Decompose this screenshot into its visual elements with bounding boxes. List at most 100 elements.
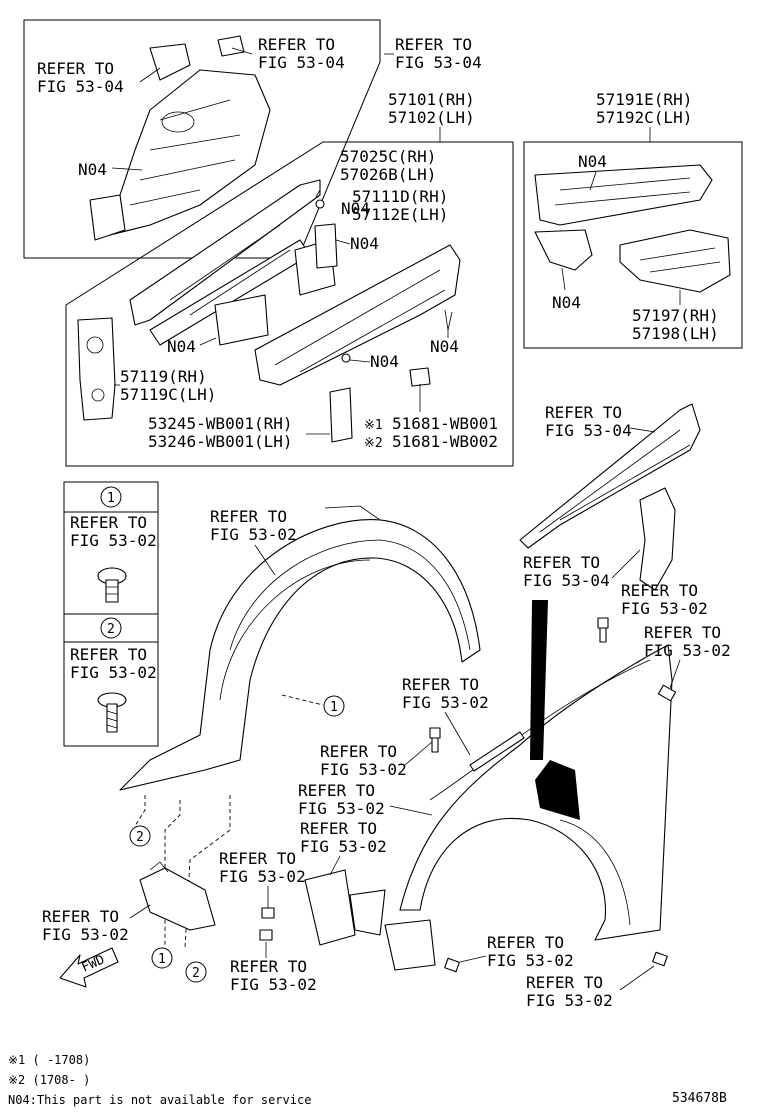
fig-ref-bolt-c1: FIG 53-02 <box>320 760 407 779</box>
svg-text:1: 1 <box>158 952 166 967</box>
part-57025c: 57025C(RH) <box>340 147 436 166</box>
note-mark-1: ※1 <box>364 418 383 433</box>
screw-2-icon <box>97 692 127 733</box>
footnote-n04: N04:This part is not available for servi… <box>8 1093 311 1107</box>
refer-label-liner: REFER TO <box>210 507 287 526</box>
refer-label-bolt-r2: REFER TO <box>644 623 721 642</box>
fender-bracket <box>304 869 436 971</box>
fig-ref-bolt-c4: FIG 53-02 <box>219 867 306 886</box>
fig-ref-seal-2: FIG 53-04 <box>523 571 610 590</box>
callout-circle-1-bottom: 1 <box>151 947 173 969</box>
bolt-icon <box>652 951 668 967</box>
refer-label-seal: REFER TO <box>545 403 622 422</box>
apron-box-frame <box>65 141 514 467</box>
svg-text:2: 2 <box>136 830 144 845</box>
refer-label-a: REFER TO <box>37 59 114 78</box>
bolt-icon <box>444 957 460 973</box>
bolt-icon <box>259 929 273 941</box>
fig-ref-bracket: FIG 53-02 <box>42 925 129 944</box>
bolt-icon <box>429 727 441 753</box>
refer-label-c: REFER TO <box>395 35 472 54</box>
part-57192c: 57192C(LH) <box>596 108 692 127</box>
svg-text:1: 1 <box>330 700 338 715</box>
fig-ref-bolt-r1: FIG 53-02 <box>621 599 708 618</box>
fig-ref-bolt-r2: FIG 53-02 <box>644 641 731 660</box>
bolt-icon <box>597 617 609 643</box>
svg-text:1: 1 <box>107 491 115 506</box>
refer-label-legend-2: REFER TO <box>70 645 147 664</box>
part-57119: 57119(RH) <box>120 367 207 386</box>
refer-label-bolt-b1: REFER TO <box>230 957 307 976</box>
side-member-assembly <box>534 164 731 293</box>
svg-text:2: 2 <box>192 966 200 981</box>
callout-circle-1-legend: 1 <box>100 486 122 508</box>
footnote-1: ※1 ( -1708) <box>8 1053 90 1067</box>
bolt-icon <box>261 907 275 919</box>
forward-arrow-icon: FWD <box>59 947 119 988</box>
part-57197: 57197(RH) <box>632 306 719 325</box>
top-left-frame <box>23 19 381 259</box>
n04-label-a: N04 <box>78 160 107 179</box>
refer-label-bolt-b2: REFER TO <box>487 933 564 952</box>
part-57198: 57198(LH) <box>632 324 719 343</box>
refer-label-b: REFER TO <box>258 35 335 54</box>
refer-label-bolt-c1: REFER TO <box>320 742 397 761</box>
fig-ref-liner: FIG 53-02 <box>210 525 297 544</box>
fig-ref-c: FIG 53-04 <box>395 53 482 72</box>
n04-label-h: N04 <box>552 293 581 312</box>
svg-text:2: 2 <box>107 622 115 637</box>
front-fender <box>399 600 673 941</box>
n04-label-c: N04 <box>350 234 379 253</box>
fig-ref-strip: FIG 53-02 <box>402 693 489 712</box>
fig-ref-bolt-b1: FIG 53-02 <box>230 975 317 994</box>
apron-panel-assembly <box>77 179 461 443</box>
fender-seal-strip <box>469 731 525 772</box>
part-51681-wb002: 51681-WB002 <box>392 432 498 451</box>
callout-circle-2-liner: 2 <box>129 825 151 847</box>
fig-ref-bolt-c3: FIG 53-02 <box>300 837 387 856</box>
note-mark-2: ※2 <box>364 436 383 451</box>
clip-1-icon <box>97 567 127 603</box>
fig-ref-legend-2: FIG 53-02 <box>70 663 157 682</box>
refer-label-legend-1: REFER TO <box>70 513 147 532</box>
refer-label-seal-2: REFER TO <box>523 553 600 572</box>
n04-label-d: N04 <box>167 337 196 356</box>
n04-label-b: N04 <box>341 199 370 218</box>
part-57119c: 57119C(LH) <box>120 385 216 404</box>
diagram-id: 534678B <box>672 1091 727 1106</box>
footnote-2: ※2 (1708- ) <box>8 1073 90 1087</box>
apron-upper-assembly <box>89 35 271 241</box>
fig-ref-a: FIG 53-04 <box>37 77 124 96</box>
part-51681-wb001: 51681-WB001 <box>392 414 498 433</box>
fig-ref-bolt-c2: FIG 53-02 <box>298 799 385 818</box>
n04-label-f: N04 <box>370 352 399 371</box>
refer-label-bolt-b3: REFER TO <box>526 973 603 992</box>
refer-label-bracket: REFER TO <box>42 907 119 926</box>
n04-label-g: N04 <box>578 152 607 171</box>
fig-ref-legend-1: FIG 53-02 <box>70 531 157 550</box>
refer-label-bolt-c4: REFER TO <box>219 849 296 868</box>
part-57026b: 57026B(LH) <box>340 165 436 184</box>
fig-ref-bolt-b3: FIG 53-02 <box>526 991 613 1010</box>
callout-circle-2-bottom: 2 <box>185 961 207 983</box>
part-53245: 53245-WB001(RH) <box>148 414 293 433</box>
fender-liner <box>119 505 481 791</box>
fender-apron-seal <box>519 403 701 591</box>
right-box-frame <box>523 141 743 349</box>
part-57111d: 57111D(RH) <box>352 187 448 206</box>
bolt-icon <box>657 684 677 702</box>
refer-label-strip: REFER TO <box>402 675 479 694</box>
n04-label-e: N04 <box>430 337 459 356</box>
part-57191e: 57191E(RH) <box>596 90 692 109</box>
refer-label-bolt-r1: REFER TO <box>621 581 698 600</box>
fig-ref-bolt-b2: FIG 53-02 <box>487 951 574 970</box>
callout-circle-1-liner: 1 <box>323 695 345 717</box>
callout-circle-2-legend: 2 <box>100 617 122 639</box>
refer-label-bolt-c3: REFER TO <box>300 819 377 838</box>
refer-label-bolt-c2: REFER TO <box>298 781 375 800</box>
liner-bracket <box>139 861 216 931</box>
part-57102: 57102(LH) <box>388 108 475 127</box>
fig-ref-seal: FIG 53-04 <box>545 421 632 440</box>
part-57101: 57101(RH) <box>388 90 475 109</box>
